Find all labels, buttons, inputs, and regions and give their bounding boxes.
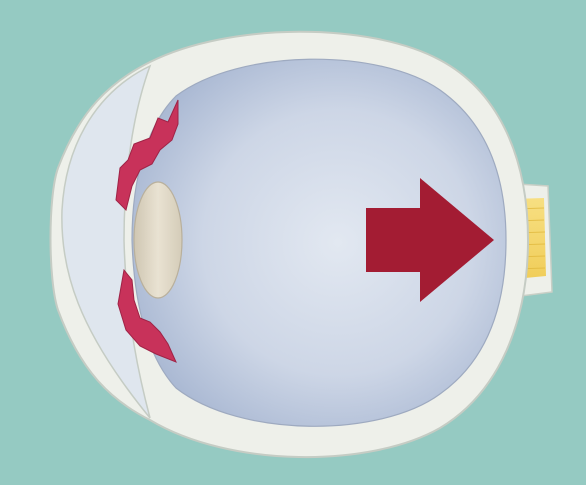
lens xyxy=(134,182,182,298)
